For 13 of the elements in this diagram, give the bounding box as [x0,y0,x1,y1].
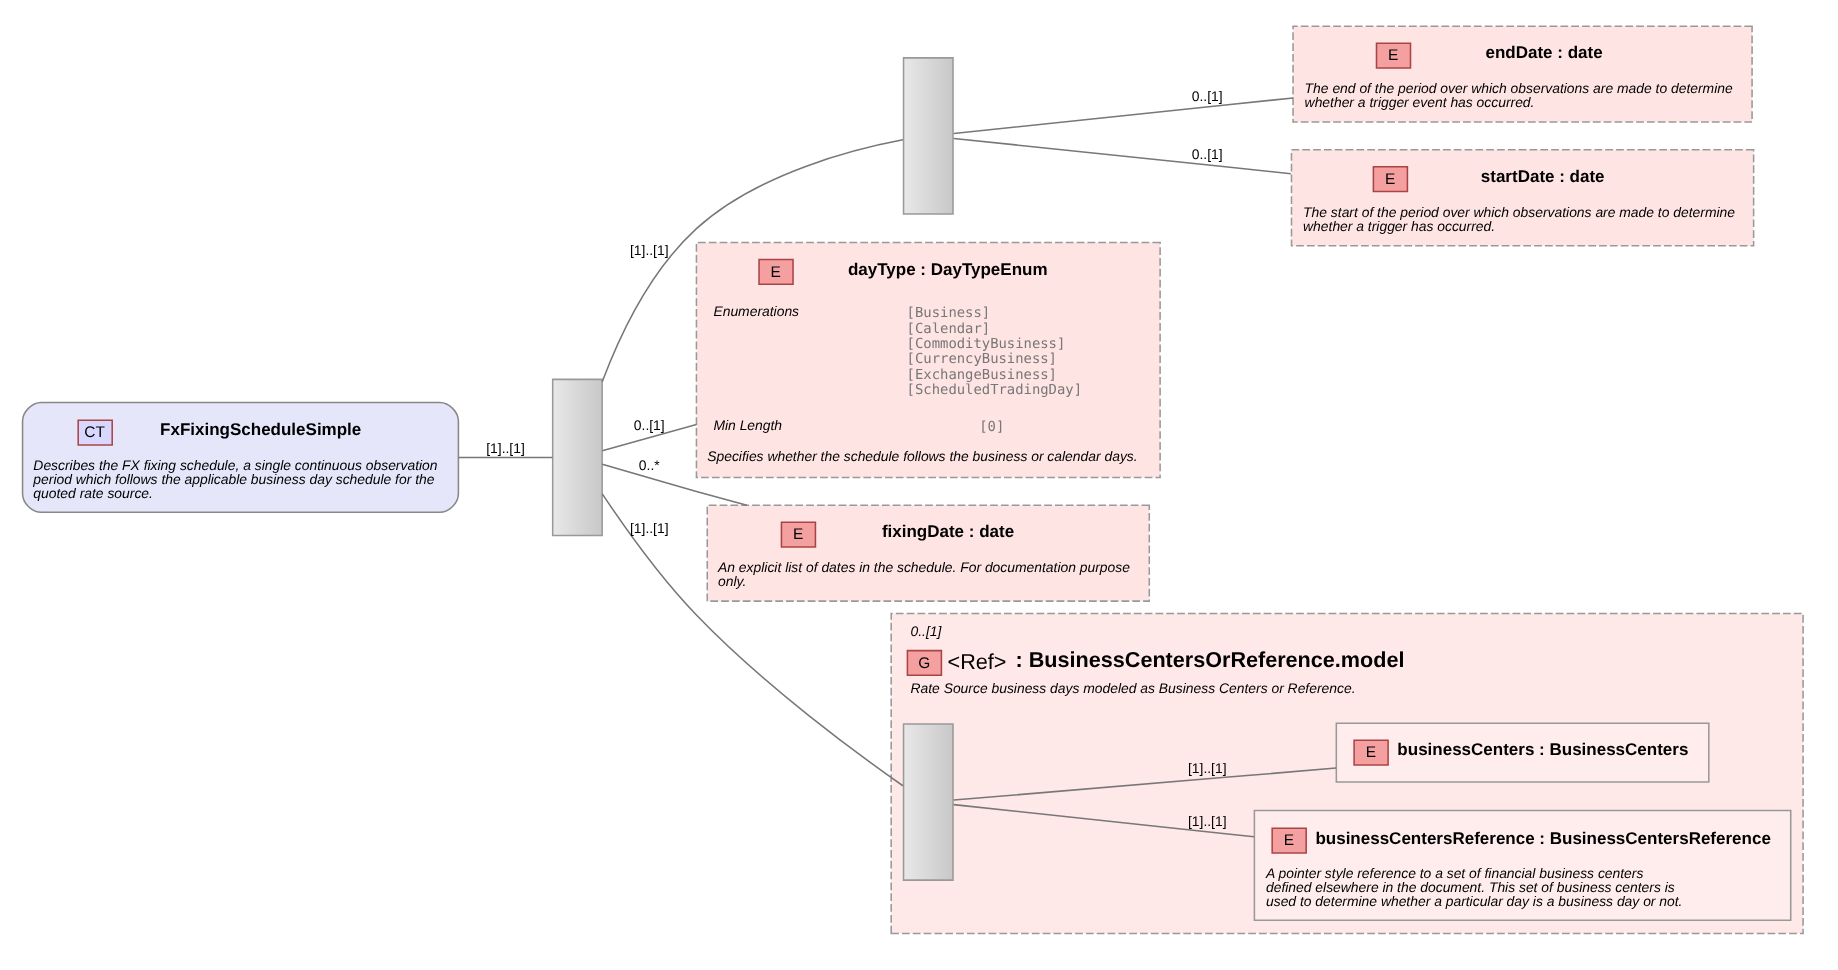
connector [601,422,698,451]
connector [952,766,1337,800]
connector [952,802,1255,837]
node-box: E businessCenters : BusinessCenters [1335,721,1710,782]
node-box [902,56,954,214]
connector [601,138,904,382]
node-box [902,722,954,880]
connector [952,136,1292,174]
connector [601,492,904,786]
connector [601,462,748,506]
connector [457,455,554,458]
node-box [551,377,603,536]
connector [952,96,1294,134]
